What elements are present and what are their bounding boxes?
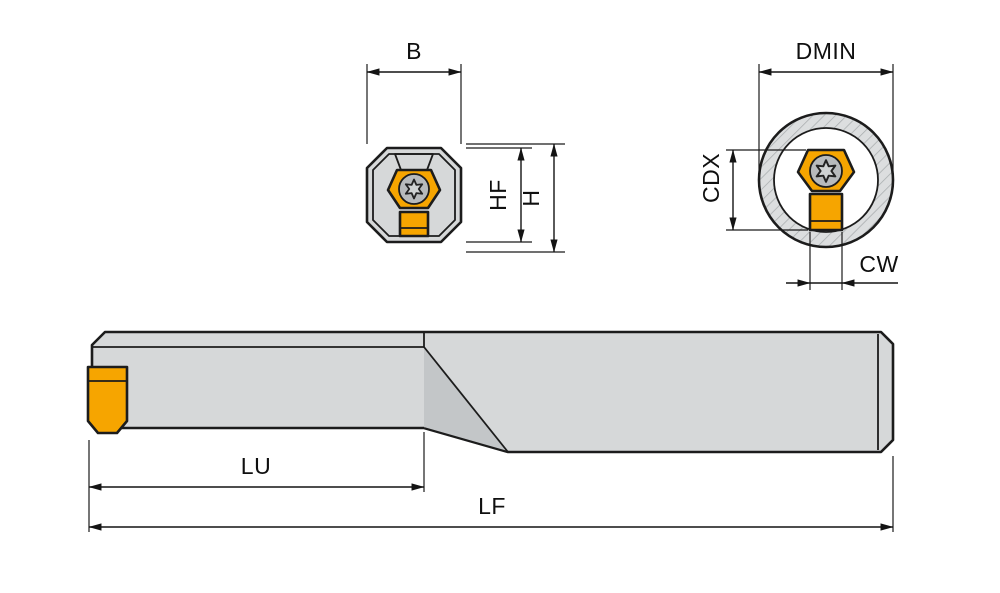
bore-view: DMIN CDX CW bbox=[698, 38, 898, 290]
insert-side bbox=[86, 365, 129, 435]
dim-label-hf: HF bbox=[485, 179, 511, 211]
neck-line-lower bbox=[423, 427, 509, 453]
dim-label-cw: CW bbox=[859, 251, 898, 277]
dim-label-lu: LU bbox=[241, 453, 271, 479]
bore-outer-circle bbox=[757, 111, 895, 249]
dim-label-cdx: CDX bbox=[698, 153, 724, 203]
head-octagon-inner bbox=[372, 153, 456, 237]
dim-label-b: B bbox=[406, 38, 422, 64]
bore-insert-lower-face bbox=[808, 192, 844, 232]
dim-label-h: H bbox=[518, 189, 544, 206]
end-view: B HF H bbox=[365, 38, 565, 253]
side-view: LU LF bbox=[86, 330, 895, 532]
insert-lower-face bbox=[398, 210, 430, 238]
dim-label-dmin: DMIN bbox=[796, 38, 857, 64]
dim-label-lf: LF bbox=[478, 493, 506, 519]
torx-screw-icon bbox=[404, 178, 424, 200]
neck-line-upper bbox=[423, 346, 509, 453]
bore-torx-screw-icon bbox=[815, 159, 837, 183]
